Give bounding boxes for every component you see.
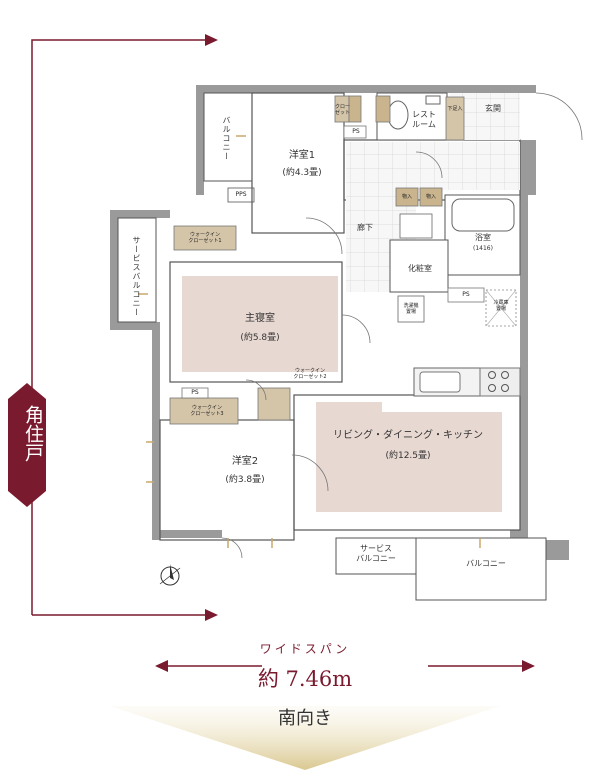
south-indicator [110,706,500,770]
ps-label-left: PS [191,389,199,396]
ldk-fill [316,402,502,512]
storage-1-label: 物入 [401,194,412,200]
pps-box [227,187,255,203]
walkin2-label: ウォークイン クローゼット2 [293,368,327,380]
corner-unit-badge: 角住戸 [8,383,46,507]
ps-box [447,287,485,303]
balcony-bottom-label: バルコニー [466,559,506,568]
ps-label-right: PS [462,291,470,298]
ldk-area: (約12.5畳) [385,451,431,461]
bath-size-label: (1416) [473,245,493,252]
western2-area: (約3.8畳) [225,475,265,485]
walkin2-box [257,387,291,421]
kitchen-sink-icon [419,371,461,393]
walkin1-box [173,225,237,251]
corner-unit-label: 角住戸 [22,405,44,462]
hallway-label: 廊下 [357,223,373,232]
ps-box-2 [181,387,209,399]
master-area: (約5.8畳) [240,333,280,343]
sink-icon [425,95,441,105]
western1-outline [251,92,345,234]
walls [110,85,569,560]
closet-label: クロー ゼット [335,104,351,116]
master-outline [169,261,343,383]
ps-label-top: PS [352,128,360,135]
storage-2 [419,187,443,207]
ldk-outline [293,394,521,531]
fridge-label: 冷蔵庫 置場 [493,300,509,312]
service-balcony-left [117,217,157,323]
compass-icon [159,564,181,586]
orientation-label: 南向き [278,708,332,729]
walkin3-label: ウォークイン クローゼット3 [190,405,224,417]
stove-burner-icon [488,371,496,379]
wide-span-label: ワイドスパン [259,642,351,656]
ps-box-3 [343,125,367,139]
washer-spot [397,295,425,323]
shoe-closet [445,96,465,141]
walkin3-box [169,397,239,425]
service-balcony-bottom-label: サービス バルコニー [356,544,396,563]
bathroom-label: 浴室 [475,233,491,242]
balcony-bottom [415,537,547,601]
service-balcony-left-label: サービスバルコニー [132,236,141,317]
western1-name: 洋室1 [288,150,316,161]
pps-label: PPS [235,191,247,198]
powder-room-label: 化粧室 [408,264,432,273]
master-fill [182,276,338,372]
entrance-floor [416,142,520,190]
arrow-icon [205,609,218,621]
restroom-label: レスト ルーム [412,110,436,129]
ldk-name: リビング・ダイニング・キッチン [333,430,483,441]
window-ticks [138,135,481,548]
walkin1-label: ウォークイン クローゼット1 [188,232,222,244]
shoe-closet-label: 下足入 [447,106,463,112]
service-balcony-bottom [335,537,417,575]
master-name: 主寝室 [245,313,275,324]
arrow-icon [205,34,218,46]
storage-1 [395,187,419,207]
wide-span-value: 約 7.46m [257,667,353,691]
entrance-label: 玄関 [485,104,501,113]
vanity [399,213,433,239]
powder-room [389,239,449,293]
span-arrows [155,660,535,672]
western1-area: (約4.3畳) [282,168,322,178]
western2-name: 洋室2 [231,456,259,467]
storage-2-label: 物入 [425,194,436,200]
bathtub-icon [451,198,515,232]
washer-label: 洗濯機 置場 [403,303,419,315]
balcony-top-label: バルコニー [222,115,231,161]
